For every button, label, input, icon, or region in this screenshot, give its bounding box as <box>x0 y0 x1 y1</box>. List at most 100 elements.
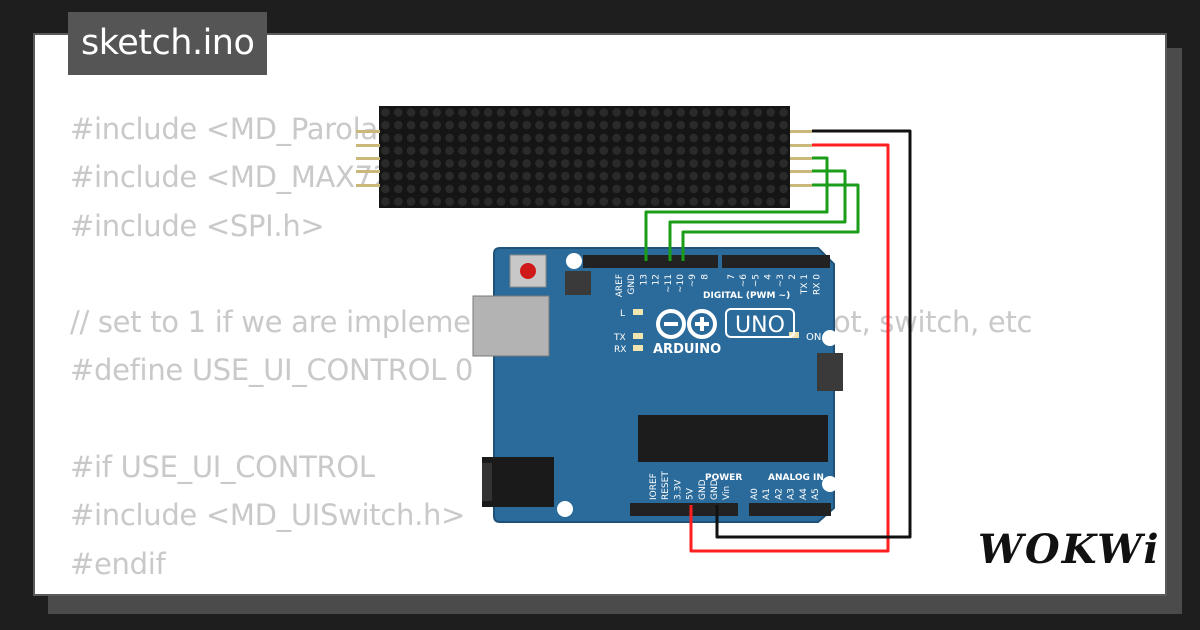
matrix-led <box>740 120 750 130</box>
matrix-led <box>548 184 557 194</box>
matrix-led <box>509 133 519 143</box>
matrix-led <box>650 184 660 194</box>
matrix-led <box>586 133 596 143</box>
matrix-led <box>573 171 583 181</box>
matrix-led <box>471 133 480 143</box>
matrix-led <box>766 184 775 194</box>
wire-gnd[interactable] <box>715 129 912 539</box>
pin-label: A5 <box>811 488 821 500</box>
pin-label: 2 <box>788 274 798 280</box>
matrix-led <box>458 120 467 130</box>
matrix-led <box>406 184 416 194</box>
code-line: #endif <box>70 546 166 581</box>
matrix-led <box>573 133 583 143</box>
matrix-led <box>419 159 429 168</box>
matrix-led <box>715 159 724 168</box>
pin-label: RESET <box>661 471 671 500</box>
tx-led-label: TX <box>613 333 626 343</box>
matrix-led <box>689 171 698 181</box>
matrix-led <box>548 120 557 130</box>
matrix-led <box>419 108 429 117</box>
matrix-led <box>522 108 531 117</box>
matrix-led <box>586 120 596 130</box>
matrix-led <box>625 133 634 143</box>
matrix-led <box>689 120 698 130</box>
wire-clk[interactable] <box>681 183 860 261</box>
matrix-led <box>496 197 506 206</box>
matrix-led <box>483 133 493 143</box>
matrix-led <box>509 197 519 206</box>
matrix-led <box>458 171 467 181</box>
matrix-led <box>509 184 519 194</box>
matrix-led <box>445 159 454 168</box>
matrix-led <box>381 197 390 206</box>
power-label: POWER <box>705 473 742 483</box>
matrix-led <box>586 171 596 181</box>
matrix-led <box>394 197 403 206</box>
matrix-led <box>689 108 698 117</box>
matrix-led <box>406 108 416 117</box>
wire-din[interactable] <box>644 156 829 261</box>
matrix-led <box>483 146 493 155</box>
matrix-led <box>573 146 583 155</box>
matrix-led <box>638 120 647 130</box>
matrix-led <box>560 184 570 194</box>
matrix-led <box>573 159 583 168</box>
matrix-led <box>663 197 673 206</box>
matrix-led <box>599 133 609 143</box>
arduino-infinity-logo <box>656 309 717 339</box>
matrix-led <box>599 184 609 194</box>
matrix-led <box>522 197 531 206</box>
matrix-led <box>445 133 454 143</box>
pin-label: A4 <box>799 488 809 500</box>
matrix-led <box>471 184 480 194</box>
matrix-led <box>471 108 480 117</box>
matrix-led <box>406 120 416 130</box>
matrix-led <box>483 197 493 206</box>
board-model-label: UNO <box>735 313 785 338</box>
matrix-led <box>406 197 416 206</box>
pin-label: 4 <box>764 274 774 280</box>
matrix-led <box>715 108 724 117</box>
wokwi-logo: WOKWi <box>978 526 1161 573</box>
matrix-led <box>727 159 737 168</box>
matrix-led <box>727 120 737 130</box>
reset-button[interactable] <box>520 263 536 279</box>
matrix-led <box>496 108 506 117</box>
matrix-led <box>702 184 711 194</box>
matrix-led <box>702 197 711 206</box>
matrix-led <box>740 133 750 143</box>
matrix-led <box>612 184 621 194</box>
matrix-led <box>560 159 570 168</box>
matrix-led <box>535 133 544 143</box>
matrix-led <box>419 133 429 143</box>
arduino-uno-board: UNO ARDUINO ON L TX RX DIGITAL (PWM ~) P… <box>472 247 843 523</box>
matrix-led <box>779 146 788 155</box>
matrix-led <box>676 108 686 117</box>
matrix-led <box>625 120 634 130</box>
pin-label: A1 <box>762 488 772 500</box>
matrix-led <box>522 120 531 130</box>
matrix-led <box>458 159 467 168</box>
matrix-led <box>394 108 403 117</box>
matrix-led <box>394 146 403 155</box>
pin-label: IOREF <box>649 473 659 500</box>
matrix-led <box>599 159 609 168</box>
matrix-led <box>509 171 519 181</box>
matrix-led <box>522 171 531 181</box>
board-brand-label: ARDUINO <box>653 342 721 357</box>
matrix-led <box>715 197 724 206</box>
matrix-led <box>509 159 519 168</box>
matrix-led <box>432 108 442 117</box>
matrix-led <box>766 197 775 206</box>
matrix-led <box>702 159 711 168</box>
pin-label: A3 <box>787 488 797 500</box>
digital-header-right <box>722 255 830 268</box>
matrix-led <box>394 184 403 194</box>
matrix-led <box>496 171 506 181</box>
code-line: #if USE_UI_CONTROL <box>70 450 375 485</box>
wire-cs[interactable] <box>668 169 847 261</box>
wire-vcc[interactable] <box>689 143 890 553</box>
matrix-led <box>753 159 763 168</box>
matrix-led <box>689 184 698 194</box>
